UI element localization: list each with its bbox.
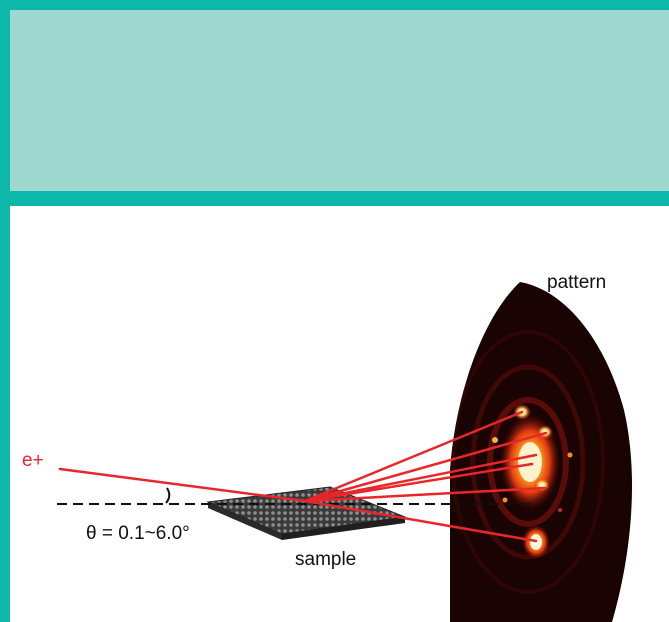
beam-lines xyxy=(58,410,548,543)
reflected-beam xyxy=(303,486,547,503)
angle-arc xyxy=(165,487,171,504)
reflected-beam xyxy=(303,431,548,503)
sample-label: sample xyxy=(295,549,356,570)
reflected-beam xyxy=(303,410,524,503)
pattern-label: pattern xyxy=(547,272,606,293)
header-panel xyxy=(10,10,669,191)
reflected-beam xyxy=(303,453,538,503)
incident-beam xyxy=(58,467,307,503)
angle-label: θ = 0.1~6.0° xyxy=(86,523,190,544)
reflected-beam xyxy=(303,499,538,543)
beam-label: e+ xyxy=(22,450,44,471)
reflected-beam xyxy=(303,462,534,503)
